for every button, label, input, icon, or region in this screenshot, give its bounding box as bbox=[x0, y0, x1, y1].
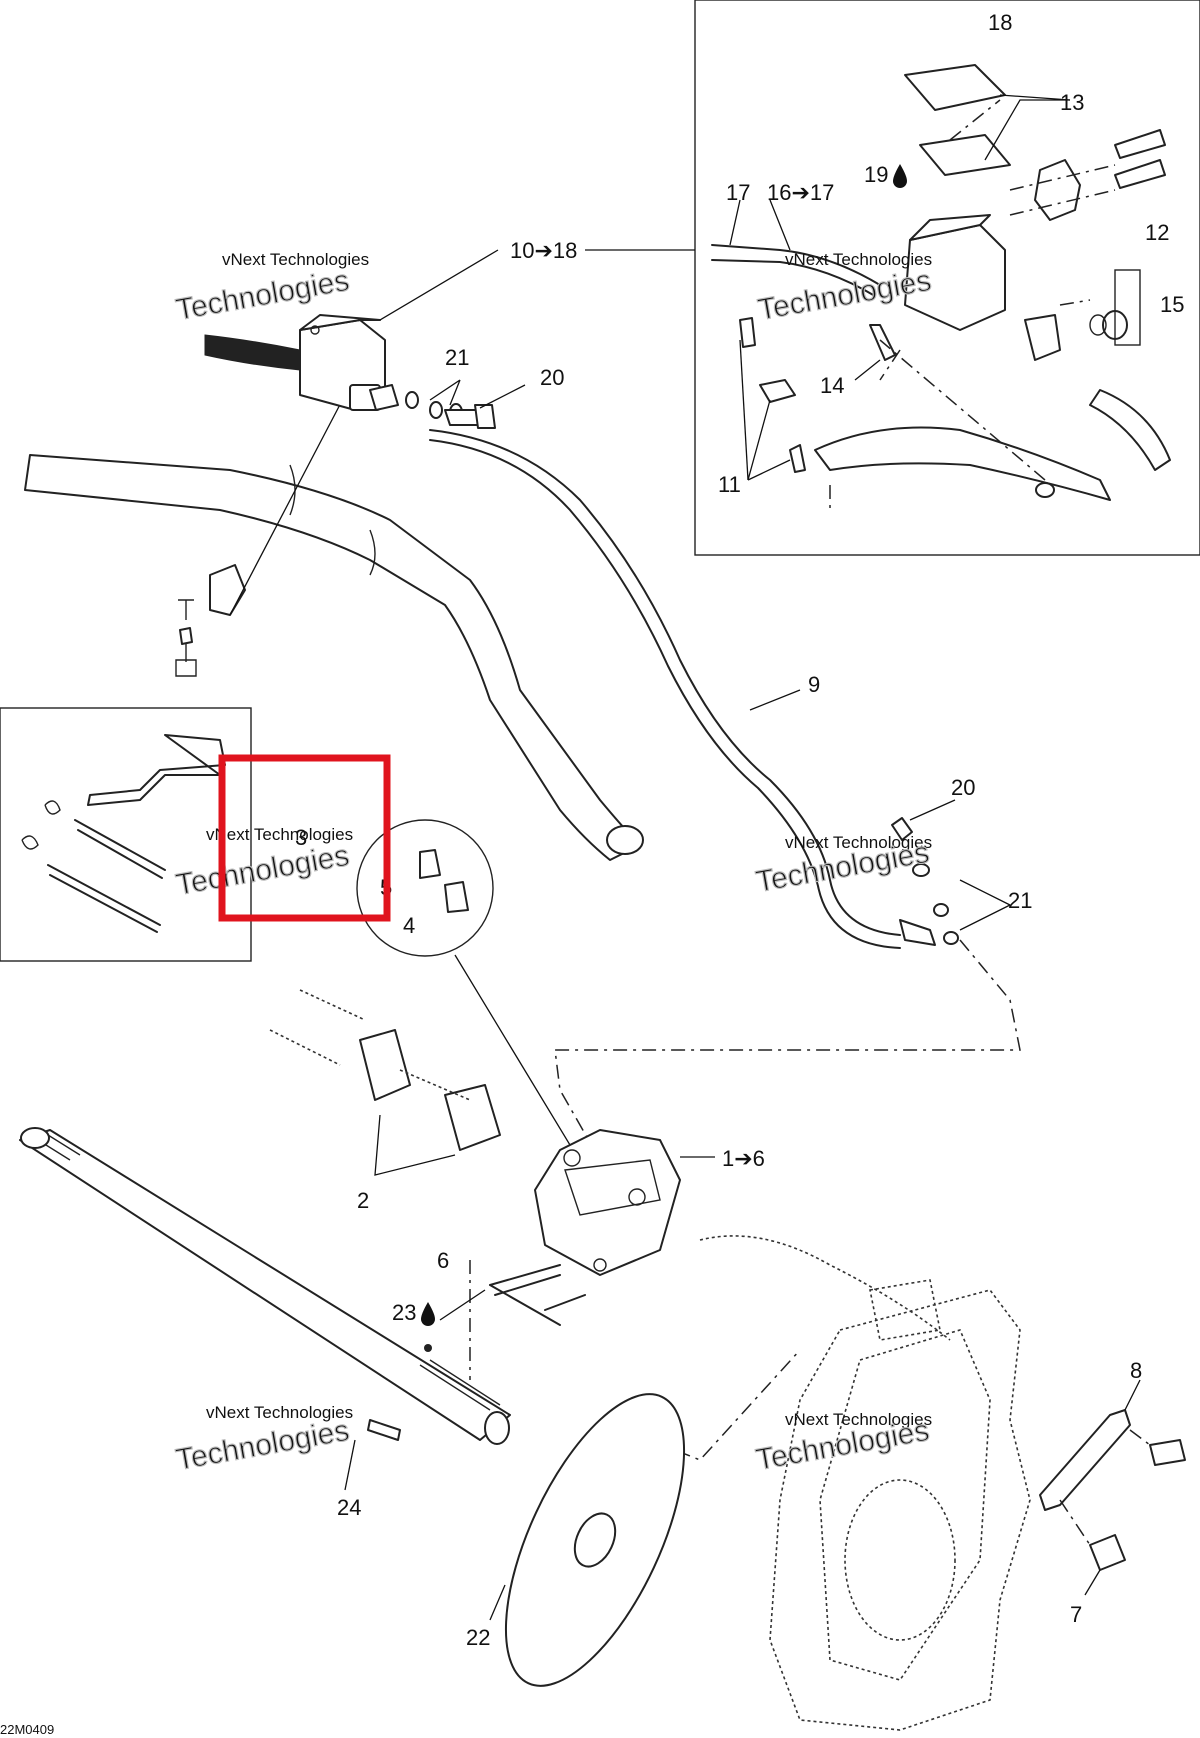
callout-13: 13 bbox=[1060, 90, 1084, 115]
watermark-text: vNext Technologies bbox=[206, 825, 353, 844]
inset-frame-master-cylinder bbox=[694, 0, 1200, 556]
callout-leaders bbox=[344, 379, 1141, 1621]
callout-2: 2 bbox=[357, 1188, 369, 1213]
callout-15: 15 bbox=[1160, 292, 1184, 317]
callout-10-18: 10➔18 bbox=[510, 238, 577, 263]
retaining-plate bbox=[1039, 1409, 1186, 1571]
callout-18: 18 bbox=[988, 10, 1012, 35]
callout-20-lower: 20 bbox=[951, 775, 975, 800]
banjo-bolt-lower bbox=[891, 817, 959, 946]
handlebar-clamp bbox=[175, 394, 346, 677]
watermark-text: vNext Technologies bbox=[785, 250, 932, 269]
callout-21-top: 21 bbox=[445, 345, 469, 370]
callout-23: 23 bbox=[392, 1300, 416, 1325]
callout-7: 7 bbox=[1070, 1602, 1082, 1627]
callout-14: 14 bbox=[820, 373, 844, 398]
callout-8: 8 bbox=[1130, 1358, 1142, 1383]
callout-9: 9 bbox=[808, 672, 820, 697]
callout-21-lower: 21 bbox=[1008, 888, 1032, 913]
caliper-pin bbox=[489, 1264, 586, 1326]
watermark-text: vNext Technologies bbox=[222, 250, 369, 269]
callout-4: 4 bbox=[403, 913, 415, 938]
callout-19: 19 bbox=[864, 162, 888, 187]
chaincase-housing bbox=[699, 1235, 1031, 1731]
watermark-text: Technologies bbox=[173, 1414, 351, 1477]
brake-shaft bbox=[19, 1127, 511, 1445]
bleeder-detail-circle bbox=[356, 819, 571, 1146]
watermark-text: vNext Technologies bbox=[785, 833, 932, 852]
callout-11: 11 bbox=[718, 472, 741, 497]
brake-caliper bbox=[534, 1129, 715, 1276]
inset-leaders bbox=[379, 94, 1071, 481]
drawing-code: 22M0409 bbox=[0, 1722, 54, 1737]
callout-labels: 18 13 19 17 16➔17 12 15 14 11 10➔18 21 2… bbox=[0, 10, 1184, 1737]
watermark-text: vNext Technologies bbox=[206, 1403, 353, 1422]
watermark-text: Technologies bbox=[755, 264, 933, 327]
callout-20-top: 20 bbox=[540, 365, 564, 390]
oil-drop-icon bbox=[893, 164, 907, 188]
inset-frame-brake-pin bbox=[0, 707, 252, 962]
master-cylinder-main bbox=[204, 314, 399, 411]
callout-16-17: 16➔17 bbox=[767, 180, 834, 205]
callout-24: 24 bbox=[337, 1495, 361, 1520]
callout-22: 22 bbox=[466, 1625, 490, 1650]
watermark-text: Technologies bbox=[173, 839, 351, 902]
banjo-bolt-top bbox=[444, 404, 496, 429]
brake-pads bbox=[269, 989, 501, 1176]
handlebar bbox=[24, 454, 644, 861]
shaft-key bbox=[367, 1419, 401, 1441]
brake-hose bbox=[429, 429, 901, 949]
highlight-box bbox=[218, 754, 391, 922]
watermark-text: vNext Technologies bbox=[785, 1410, 932, 1429]
callout-1-6: 1➔6 bbox=[722, 1146, 765, 1171]
master-cylinder-inset bbox=[711, 64, 1171, 510]
callout-3: 3 bbox=[295, 825, 307, 850]
callout-12: 12 bbox=[1145, 220, 1169, 245]
callout-6: 6 bbox=[437, 1248, 449, 1273]
oil-drop-icon bbox=[421, 1302, 435, 1326]
callout-17: 17 bbox=[726, 180, 750, 205]
brake-disc bbox=[504, 1393, 686, 1687]
brake-pin-inset bbox=[21, 734, 226, 933]
